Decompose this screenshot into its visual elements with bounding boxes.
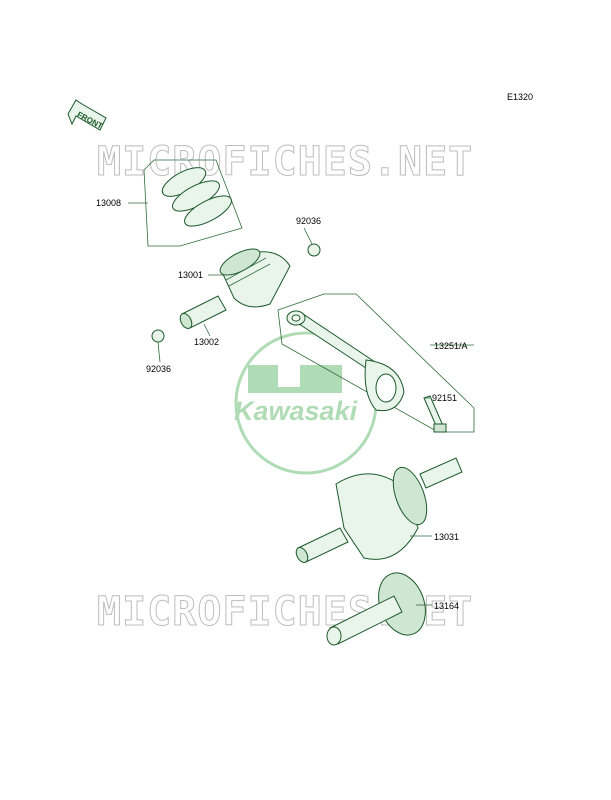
kawasaki-logo-watermark: Kawasaki (234, 331, 378, 475)
piston-part (219, 248, 291, 308)
rod-bolt-part (423, 395, 447, 433)
kawasaki-logo-text: Kawasaki (234, 396, 358, 426)
part-label-circlip-lower: 92036 (146, 364, 171, 374)
leader-lines (128, 202, 474, 606)
part-label-piston-ring-set: 13008 (96, 198, 121, 208)
front-arrow-icon: FRONT (67, 99, 107, 131)
watermark-top: MICROFICHES.NET (97, 139, 473, 185)
circlip-lower-part (151, 329, 165, 343)
part-label-balancer: 13164 (434, 601, 459, 611)
piston-pin-part (179, 295, 227, 329)
part-label-rod-bolt: 92151 (432, 393, 457, 403)
circlip-upper-part (307, 243, 321, 257)
piston-ring-bracket (143, 159, 243, 247)
part-label-connecting-rod: 13251/A (434, 341, 468, 351)
part-label-circlip-upper: 92036 (296, 216, 321, 226)
part-label-crankshaft: 13031 (434, 532, 459, 542)
part-label-piston: 13001 (178, 270, 203, 280)
diagram-code: E1320 (507, 92, 533, 102)
crankshaft-part (295, 457, 463, 563)
balancer-part (326, 572, 426, 646)
part-label-piston-pin: 13002 (194, 337, 219, 347)
connecting-rod-part (277, 293, 475, 433)
